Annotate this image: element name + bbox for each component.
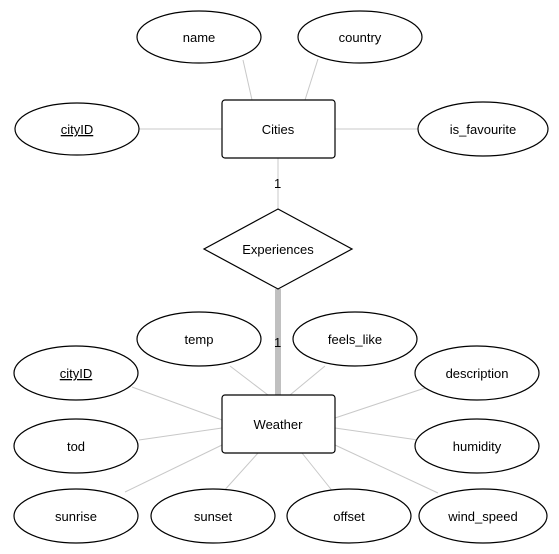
connector-weather-cityid [131,386,223,421]
connector-weather-sunset [221,452,259,494]
attribute-is-favourite: is_favourite [417,101,549,157]
connector-cities-name [242,59,253,101]
attribute-country: country [297,10,423,64]
attribute-weather-cityid-label: cityID [60,366,93,381]
entity-cities-label: Cities [262,122,295,137]
attribute-humidity-label: humidity [453,439,502,454]
attribute-country-label: country [339,30,382,45]
attribute-name-label: name [183,30,216,45]
relationship-experiences: Experiences [202,208,354,290]
attribute-cities-cityid: cityID [14,102,140,156]
attribute-temp: temp [136,311,262,367]
attribute-weather-cityid: cityID [13,345,139,401]
entity-weather-label: Weather [254,417,304,432]
attribute-tod-label: tod [67,439,85,454]
attribute-tod: tod [13,418,139,474]
attribute-description: description [414,345,540,401]
connector-weather-sunrise [124,444,223,493]
connector-weather-offset [301,452,335,494]
entity-cities: Cities [221,99,336,159]
attribute-cities-cityid-label: cityID [61,122,94,137]
attribute-temp-label: temp [185,332,214,347]
attribute-sunrise: sunrise [13,488,139,544]
attribute-wind-speed-label: wind_speed [447,509,517,524]
attribute-sunrise-label: sunrise [55,509,97,524]
attribute-is-favourite-label: is_favourite [450,122,516,137]
weather-connectors [124,289,439,494]
cardinality-weather-side: 1 [274,335,281,350]
cities-connectors [139,58,418,209]
connector-weather-wind-speed [334,444,439,494]
attribute-description-label: description [446,366,509,381]
attribute-sunset: sunset [150,488,276,544]
relationship-experiences-label: Experiences [242,242,314,257]
attribute-humidity: humidity [414,418,540,474]
connector-weather-tod [138,427,223,441]
entity-weather: Weather [221,394,336,454]
attribute-feels-like-label: feels_like [328,332,382,347]
cardinality-cities-side: 1 [274,176,281,191]
connector-weather-humidity [334,427,419,441]
attribute-name: name [136,10,262,64]
attribute-wind-speed: wind_speed [418,488,548,544]
attribute-sunset-label: sunset [194,509,233,524]
connector-weather-temp [229,365,269,396]
attribute-offset-label: offset [333,509,365,524]
connector-cities-country [304,58,319,101]
attribute-feels-like: feels_like [292,311,418,367]
connector-weather-description [334,387,426,419]
connector-weather-feels-like [289,365,326,396]
attribute-offset: offset [286,488,412,544]
